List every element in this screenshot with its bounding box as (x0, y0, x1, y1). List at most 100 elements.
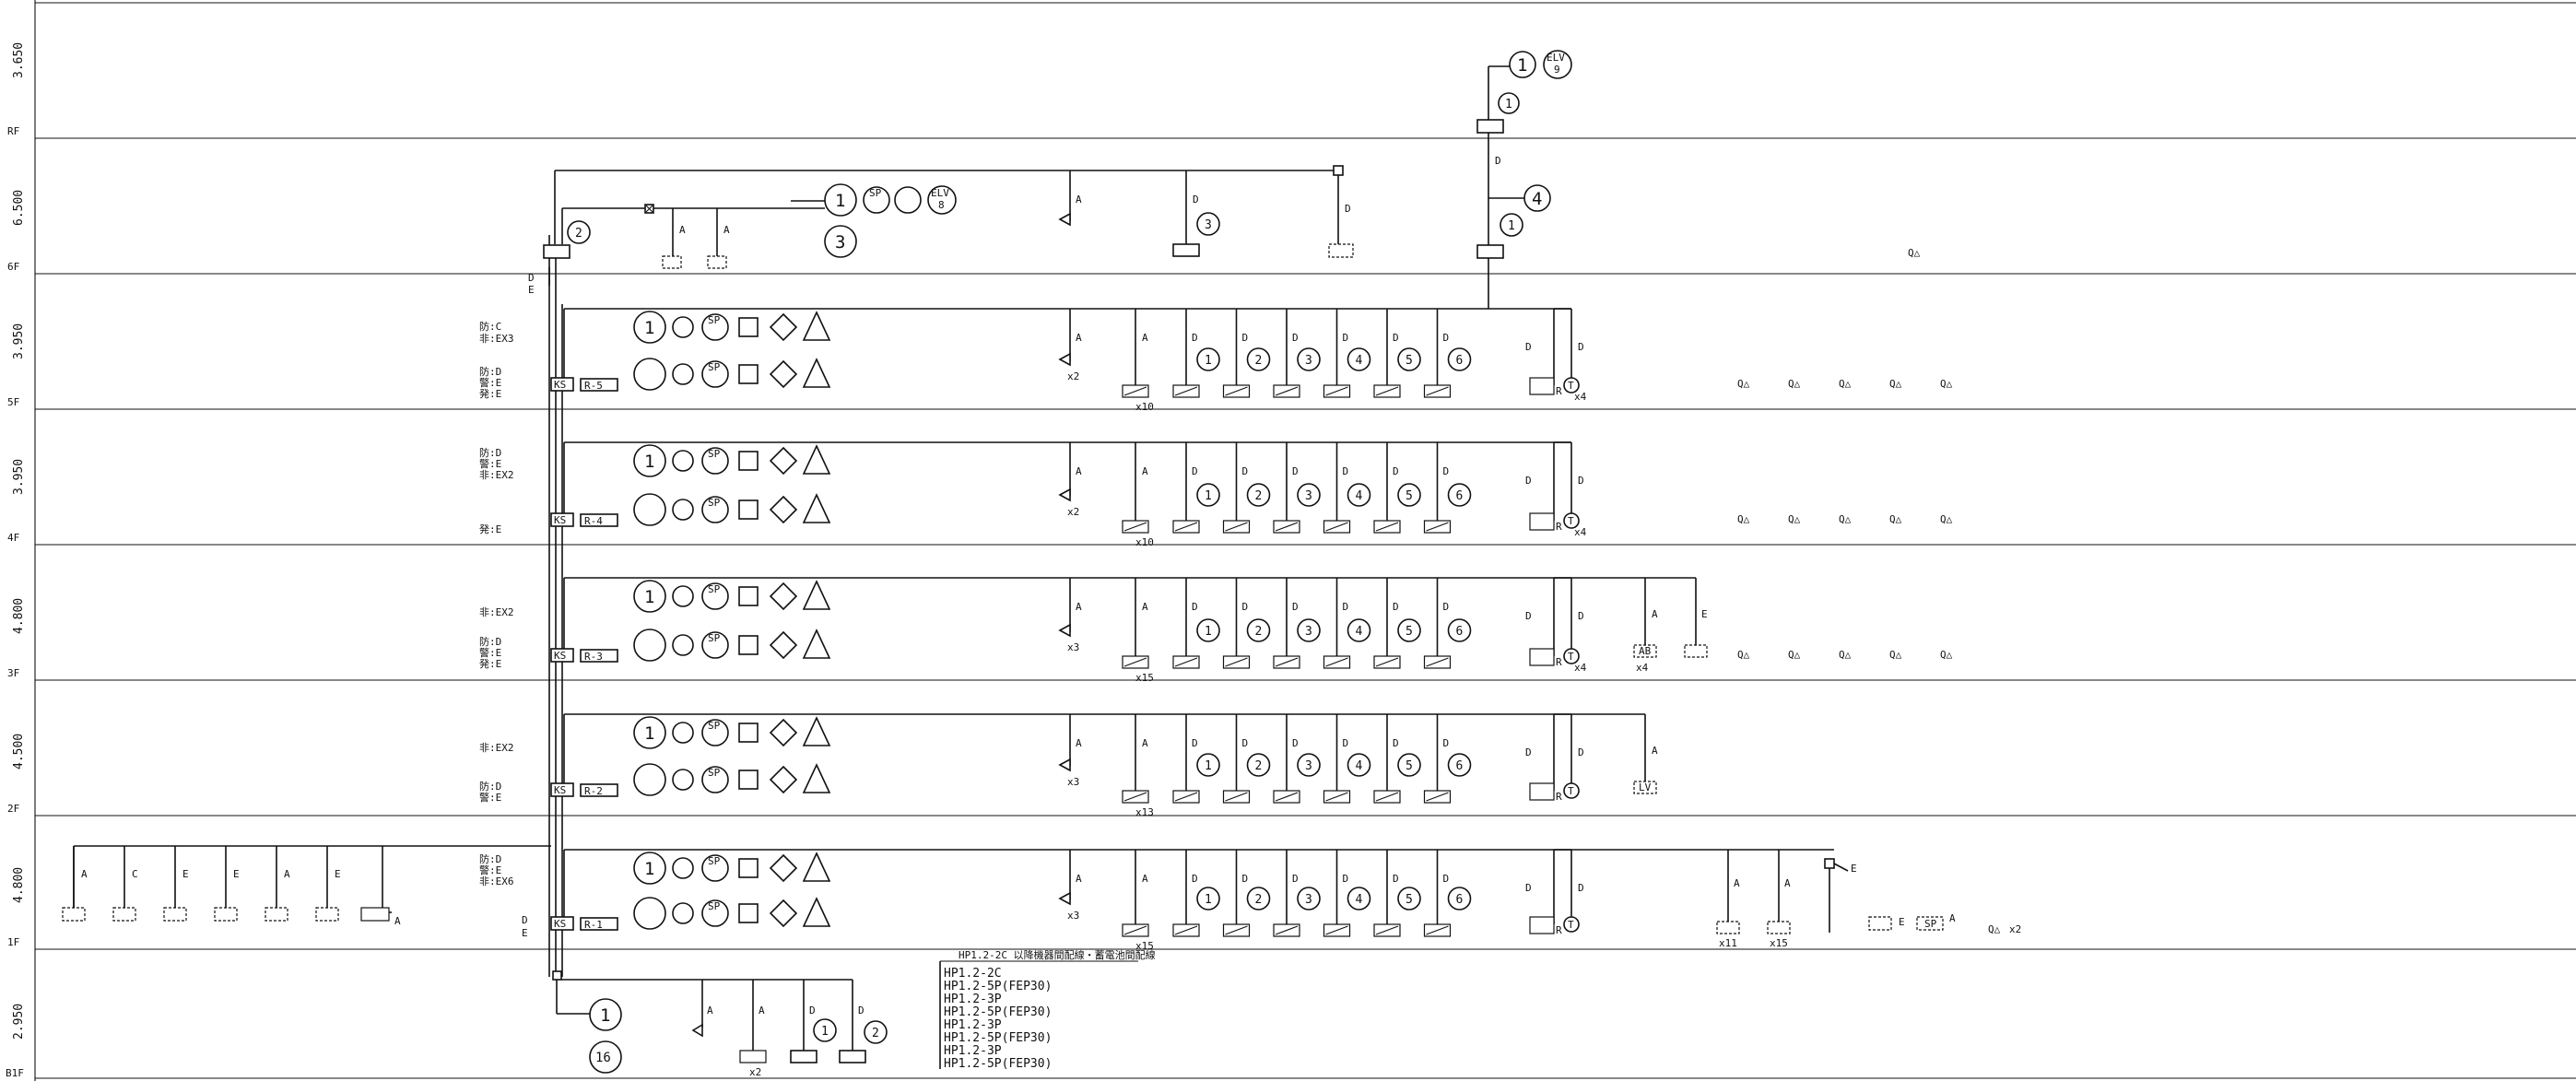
detector-symbol (1397, 887, 1421, 911)
line-label: C (132, 868, 138, 880)
multiplier: x4 (1574, 391, 1587, 403)
count-label: 9 (1554, 64, 1560, 76)
label: 警:E (479, 376, 501, 389)
multiplier: x3 (1067, 641, 1079, 653)
hatch-line (1225, 522, 1248, 532)
line-label: D (1292, 601, 1299, 613)
t-symbol (1563, 512, 1580, 529)
triangle-symbol (802, 763, 831, 793)
detector-symbol (864, 1020, 888, 1044)
label: 防:D (479, 365, 501, 378)
triangle-symbol (802, 629, 831, 659)
diamond-symbol (769, 630, 798, 660)
panel-label: R-2 (584, 785, 603, 797)
line-label: D (1242, 332, 1249, 344)
r-label: R (1556, 656, 1562, 668)
panel-label: R-4 (584, 515, 603, 527)
floor-label: 3F (7, 667, 19, 679)
line-label: D (1443, 332, 1450, 344)
detector-symbol (672, 769, 694, 791)
detector-symbol (1196, 347, 1220, 371)
legend-row: HP1.2-5P(FEP30) (944, 1057, 1052, 1071)
hatch-line (1325, 792, 1348, 802)
elv-label: ELV (1547, 52, 1565, 64)
terminal-box (543, 244, 570, 259)
line-label: A (1142, 873, 1148, 885)
unit-circle (633, 629, 666, 662)
count-label: 16 (595, 1051, 611, 1065)
left-labels: 防:C 非:EX3 防:D 警:E 発:E 防:D 警:E 非:EX2 発:E … (479, 320, 528, 939)
square-symbol (738, 317, 759, 337)
device-box (662, 255, 682, 269)
legend-row: HP1.2-3P (944, 1044, 1002, 1058)
line-label: A (1076, 465, 1082, 477)
cable-legend: HP1.2-2C 以降機器間配線・蓄電池間配線 HP1.2-2C HP1.2-5… (939, 948, 1156, 1071)
hatch-line (1225, 386, 1248, 396)
sp-label: SP (708, 497, 721, 509)
detector-symbol (672, 450, 694, 472)
line-label: D (528, 272, 535, 284)
terminal-box (1476, 119, 1504, 134)
unit-circle (633, 358, 666, 391)
r-label: R (1556, 924, 1562, 936)
count-label: 1 (644, 318, 654, 338)
device-box (707, 255, 727, 269)
hatch-line (1174, 522, 1198, 532)
line-label: A (707, 1005, 713, 1016)
hatch-line (1123, 386, 1147, 396)
ks-label: KS (554, 379, 566, 391)
line-label: D (1578, 746, 1584, 758)
unit-circle (633, 580, 666, 613)
count-label: 6 (1456, 354, 1464, 368)
line-label: A (1784, 877, 1791, 889)
line-label: E (335, 868, 341, 880)
line-label: E (528, 284, 535, 296)
horn-symbol (1058, 488, 1071, 502)
terminal-box (739, 1050, 767, 1063)
r-label: R (1556, 791, 1562, 803)
diamond-symbol (769, 359, 798, 389)
detector-symbol-sparse: Q△ (1839, 378, 1852, 390)
detector-symbol (1297, 483, 1321, 507)
floor-label: 2F (7, 803, 19, 815)
unit-circle (589, 998, 622, 1031)
sp-symbol (701, 766, 729, 793)
line-label: D (1343, 465, 1349, 477)
sp-symbol (701, 313, 729, 341)
floor-height: 3.650 (12, 42, 26, 78)
detector-symbol (1196, 753, 1220, 777)
line-label: D (1525, 475, 1532, 487)
r-terminal-box (1529, 512, 1555, 531)
square-symbol (738, 635, 759, 655)
sp-label: SP (708, 767, 721, 779)
multiplier: x2 (1067, 506, 1079, 518)
device-box (1633, 781, 1657, 794)
ks-box (550, 782, 574, 797)
legend-row: HP1.2-5P(FEP30) (944, 1005, 1052, 1019)
line-label: A (394, 915, 401, 927)
floor-label: 4F (7, 532, 19, 544)
sp-label: SP (708, 632, 721, 644)
line-label: D (1443, 601, 1450, 613)
line-label: D (1345, 203, 1351, 215)
unit-circle (633, 716, 666, 749)
hatch-line (1123, 792, 1147, 802)
1f-left-branches: A (73, 845, 551, 927)
line-label: A (1652, 608, 1658, 620)
count-label: 1 (644, 452, 654, 472)
detector-symbol (1297, 347, 1321, 371)
detector-symbol (672, 316, 694, 338)
line-label: E (182, 868, 189, 880)
line-label: A (679, 224, 686, 236)
ks-box (550, 512, 574, 527)
detector-symbol (1196, 618, 1220, 642)
line-label: A (1142, 601, 1148, 613)
triangle-symbol (802, 444, 831, 475)
label: 防:D (479, 780, 501, 793)
panel-box (580, 378, 618, 392)
label: 非:EX3 (479, 333, 514, 345)
detector-symbol (1297, 753, 1321, 777)
hatch-line (1426, 792, 1449, 802)
square-symbol (738, 586, 759, 606)
sp-label: SP (869, 187, 882, 199)
